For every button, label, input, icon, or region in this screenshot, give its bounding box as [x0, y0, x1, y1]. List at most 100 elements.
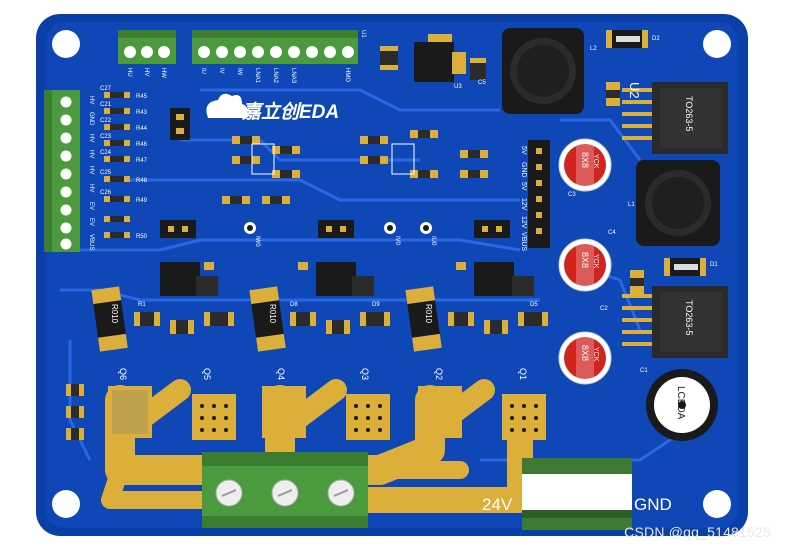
svg-text:C2: C2 — [600, 306, 608, 312]
svg-text:HV: HV — [88, 96, 94, 104]
svg-text:LNA3: LNA3 — [290, 68, 296, 84]
inductor-l1 — [636, 160, 720, 246]
svg-text:LNA2: LNA2 — [272, 68, 278, 84]
svg-text:L1: L1 — [628, 202, 635, 208]
power-input-terminal — [522, 458, 632, 530]
svg-text:R45: R45 — [136, 94, 148, 100]
mosfet-q1 — [502, 394, 546, 440]
diode-d2 — [606, 30, 648, 48]
shunt-r1-marking: R010 — [110, 304, 119, 324]
svg-text:EV: EV — [88, 218, 94, 226]
left-header-connector — [44, 90, 80, 252]
inductor-l2 — [502, 28, 584, 114]
svg-text:HV: HV — [88, 166, 94, 174]
svg-text:VBUS: VBUS — [520, 232, 527, 251]
mosfet-q3 — [346, 394, 390, 440]
svg-text:D1: D1 — [710, 262, 718, 268]
svg-text:C5: C5 — [478, 80, 486, 86]
cap-c4-brand: YCK — [592, 254, 599, 269]
svg-text:C26: C26 — [100, 190, 112, 196]
svg-text:R43: R43 — [136, 110, 148, 116]
driver-stage-1 — [134, 262, 234, 334]
svg-text:12V: 12V — [520, 216, 527, 229]
misc-designators: U1 U3 L1 L2 C1 C2 C3 C4 C5 D1 D2 D5 D8 D… — [138, 30, 718, 374]
shunt-r2-marking: R010 — [268, 304, 277, 324]
shunt-resistors — [91, 286, 442, 352]
svg-text:R44: R44 — [136, 126, 148, 132]
svg-text:C4: C4 — [608, 230, 616, 236]
q4-label: Q4 — [276, 368, 286, 380]
q1-label: Q1 — [518, 368, 528, 380]
svg-text:D8: D8 — [290, 302, 298, 308]
mosfet-q5 — [192, 394, 236, 440]
driver-stage-2 — [290, 262, 390, 334]
svg-text:U3: U3 — [454, 84, 462, 90]
q2-label: Q2 — [434, 368, 444, 380]
svg-text:LNA1: LNA1 — [254, 68, 260, 84]
top-connector-labels: HU HV HW IU IV IW LNA1 LNA2 LNA3 HMO — [126, 68, 350, 84]
svg-text:U1: U1 — [360, 30, 366, 38]
svg-text:R49: R49 — [136, 198, 148, 204]
regulator-u3 — [380, 34, 486, 82]
svg-text:C25: C25 — [100, 170, 112, 176]
probe-label-iw0: IW0 — [254, 236, 260, 247]
svg-text:R46: R46 — [136, 142, 148, 148]
svg-text:L2: L2 — [590, 46, 597, 52]
power-header-labels: 5V GND 5V 12V 12V VBUS — [520, 146, 527, 251]
svg-text:D2: D2 — [652, 36, 660, 42]
q5-label: Q5 — [202, 368, 212, 380]
mosfet-q6 — [108, 386, 152, 438]
logo-cloud-icon — [206, 93, 248, 118]
mounting-holes — [52, 30, 731, 518]
diode-d1 — [664, 258, 706, 276]
left-header-labels: HV GND HV HV HV HV EV EV VBUS — [88, 96, 94, 250]
svg-text:HV: HV — [88, 134, 94, 142]
logo-text: 嘉立创EDA — [241, 101, 339, 123]
regulator-bottom-label: TO263-5 — [684, 300, 694, 335]
svg-text:VBUS: VBUS — [88, 234, 94, 250]
power-header — [528, 140, 550, 248]
svg-text:C3: C3 — [568, 192, 576, 198]
regulator-to263-bottom — [622, 286, 728, 358]
smd-components-left — [104, 92, 130, 238]
capacitor-c3 — [558, 138, 612, 192]
misc-small-caps — [66, 82, 644, 440]
svg-text:GND: GND — [88, 112, 94, 126]
svg-text:HV: HV — [88, 150, 94, 158]
svg-text:12V: 12V — [520, 198, 527, 211]
mosfet-q4 — [262, 386, 306, 438]
q6-label: Q6 — [118, 368, 128, 380]
driver-stage-3 — [448, 262, 548, 334]
capacitor-c4 — [558, 238, 612, 292]
svg-text:5V: 5V — [520, 182, 527, 191]
svg-text:C22: C22 — [100, 118, 112, 124]
svg-text:C23: C23 — [100, 134, 112, 140]
svg-text:D5: D5 — [530, 302, 538, 308]
resistor-labels: R45 R43 R44 R46 R47 R48 R49 R50 — [136, 94, 148, 240]
svg-text:IW: IW — [236, 68, 242, 76]
svg-text:HV: HV — [88, 184, 94, 192]
mosfet-q2 — [418, 386, 462, 438]
top-header-connector-small — [118, 30, 176, 64]
regulator-to263-top — [622, 82, 728, 154]
cap-labels: C27 C21 C22 C23 C24 C25 C26 — [100, 86, 112, 196]
svg-text:HV: HV — [143, 68, 149, 76]
csdn-watermark: CSDN @qq_51481525 — [624, 524, 771, 540]
probe-label-iu0: IU0 — [430, 236, 436, 246]
svg-text:IV: IV — [218, 68, 224, 74]
cap-c3-marking: 8X8 — [580, 152, 590, 168]
cap-c3-brand: YCK — [592, 154, 599, 169]
svg-text:C21: C21 — [100, 102, 112, 108]
svg-text:5V: 5V — [520, 146, 527, 155]
svg-text:D9: D9 — [372, 302, 380, 308]
ground-label: GND — [634, 495, 672, 514]
cap-c5-marking: 8X8 — [580, 345, 590, 361]
svg-text:R50: R50 — [136, 234, 148, 240]
svg-text:HMO: HMO — [344, 68, 350, 82]
test-points — [244, 222, 432, 234]
cap-c4-marking: 8X8 — [580, 252, 590, 268]
top-header-connector-large — [192, 30, 358, 64]
motor-terminal-block — [202, 452, 368, 528]
